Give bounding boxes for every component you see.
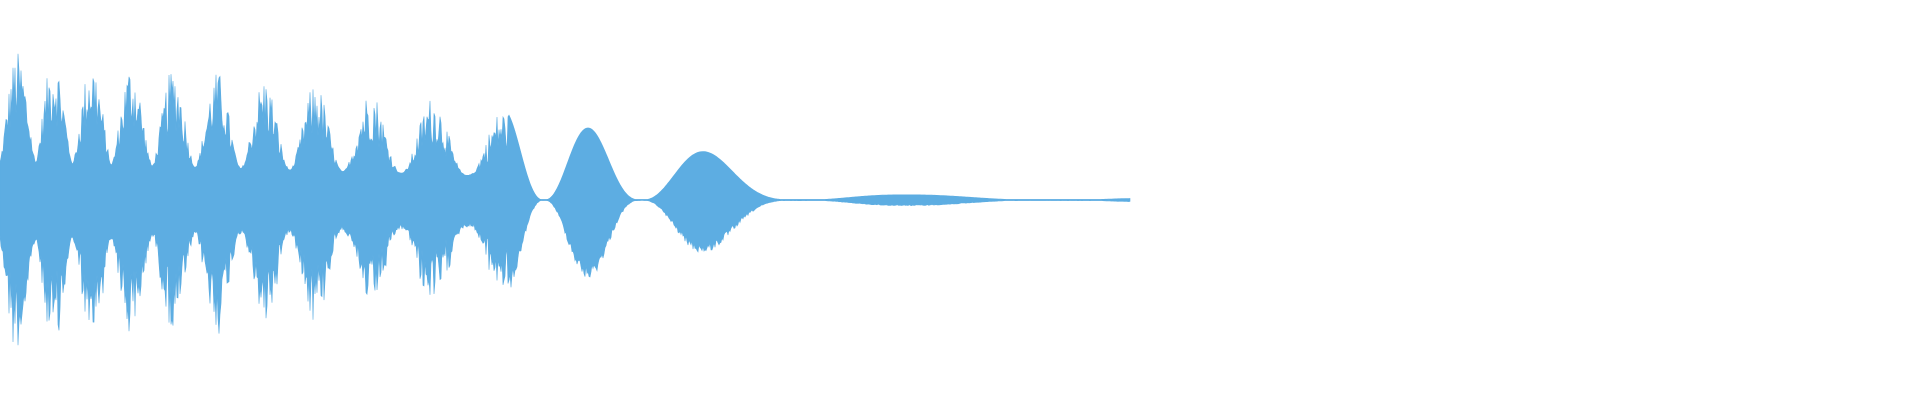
waveform-shape [0, 53, 1131, 346]
